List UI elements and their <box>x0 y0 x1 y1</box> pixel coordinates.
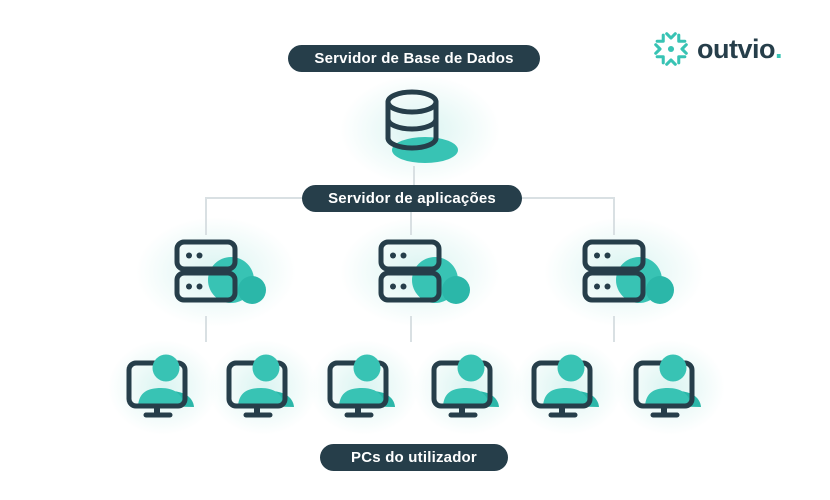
connector-db-to-appserver <box>413 166 415 186</box>
app-server-icon-1 <box>169 238 273 312</box>
connector-server3-to-pcs <box>613 316 615 342</box>
label-user-pcs: PCs do utilizador <box>320 444 508 471</box>
user-pc-icon-4 <box>424 350 512 422</box>
outvio-logo: outvio. <box>650 27 783 71</box>
connector-server1-to-pcs <box>205 316 207 342</box>
logo-text: outvio <box>697 34 776 64</box>
outvio-wordmark: outvio. <box>697 27 783 71</box>
starburst-icon <box>650 28 692 70</box>
user-pc-icon-2 <box>219 350 307 422</box>
connector-middle-leg <box>410 212 412 235</box>
logo-dot: . <box>775 34 783 64</box>
label-database-server: Servidor de Base de Dados <box>288 45 540 72</box>
connector-left-leg <box>205 197 207 235</box>
connector-server2-to-pcs <box>410 316 412 342</box>
user-pc-icon-1 <box>119 350 207 422</box>
connector-right-leg <box>613 197 615 235</box>
user-pc-icon-3 <box>320 350 408 422</box>
user-pc-icon-6 <box>626 350 714 422</box>
label-application-server: Servidor de aplicações <box>302 185 522 212</box>
database-icon <box>365 86 465 166</box>
app-server-icon-2 <box>373 238 477 312</box>
app-server-icon-3 <box>577 238 681 312</box>
user-pc-icon-5 <box>524 350 612 422</box>
